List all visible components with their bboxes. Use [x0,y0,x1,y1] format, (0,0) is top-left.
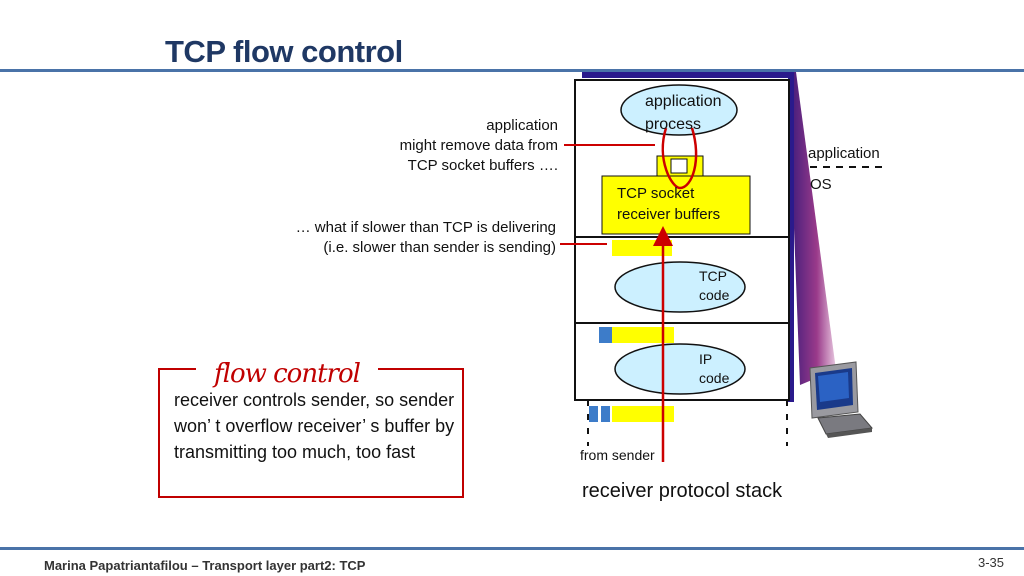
remove-note: application might remove data from TCP s… [372,116,558,176]
slow-note: … what if slower than TCP is delivering … [240,218,556,258]
socket-buffers-box [601,175,751,235]
socket-buffers-label: TCP socket receiver buffers [617,183,720,225]
tcp-line1: TCP [699,268,727,284]
footer-divider [0,547,1024,550]
page-number: 3-35 [977,555,1004,570]
incoming-buffer-bar [612,406,674,422]
incoming-packet-1 [589,406,598,422]
app-read-loop [661,127,698,190]
ip-buffer-bar [612,327,674,343]
os-top-bar [582,72,794,78]
ip-code-oval [614,343,746,395]
tcp-code-label: TCP code [699,267,729,305]
os-layer-label: OS [810,176,832,193]
slow-note-line1: … what if slower than TCP is delivering [295,219,556,236]
tcp-line2: code [699,287,730,303]
computer-icon [809,361,873,438]
remove-note-line3: TCP socket buffers …. [407,157,558,174]
slow-note-line2: (i.e. slower than sender is sending) [323,239,556,256]
socket-line1: TCP socket [617,185,695,202]
from-sender-label: from sender [580,447,655,463]
app-process-line1: application [645,93,722,110]
incoming-packet-2 [601,406,610,422]
app-process-oval [620,84,738,136]
remove-note-line2: might remove data from [399,137,558,154]
ip-code-label: IP code [699,350,729,388]
application-layer-label: application [808,145,880,162]
app-process-label: application process [645,90,722,136]
ip-line1: IP [699,351,713,367]
page-title: TCP flow control [165,34,403,69]
os-side-bar [788,72,794,402]
app-process-line2: process [645,116,702,133]
ip-line2: code [699,370,730,386]
socket-line2: receiver buffers [617,206,721,223]
flow-control-title: flow control [196,359,378,389]
remove-note-line1: application [486,117,558,134]
tcp-code-oval [614,261,746,313]
flow-control-body: receiver controls sender, so sender won’… [174,390,455,462]
title-divider [0,69,1024,72]
os-perspective-panel [788,72,836,385]
ip-packet [599,327,612,343]
socket-slot-window [670,158,688,174]
stack-caption: receiver protocol stack [582,480,783,502]
footer-text: Marina Papatriantafilou – Transport laye… [44,558,366,573]
